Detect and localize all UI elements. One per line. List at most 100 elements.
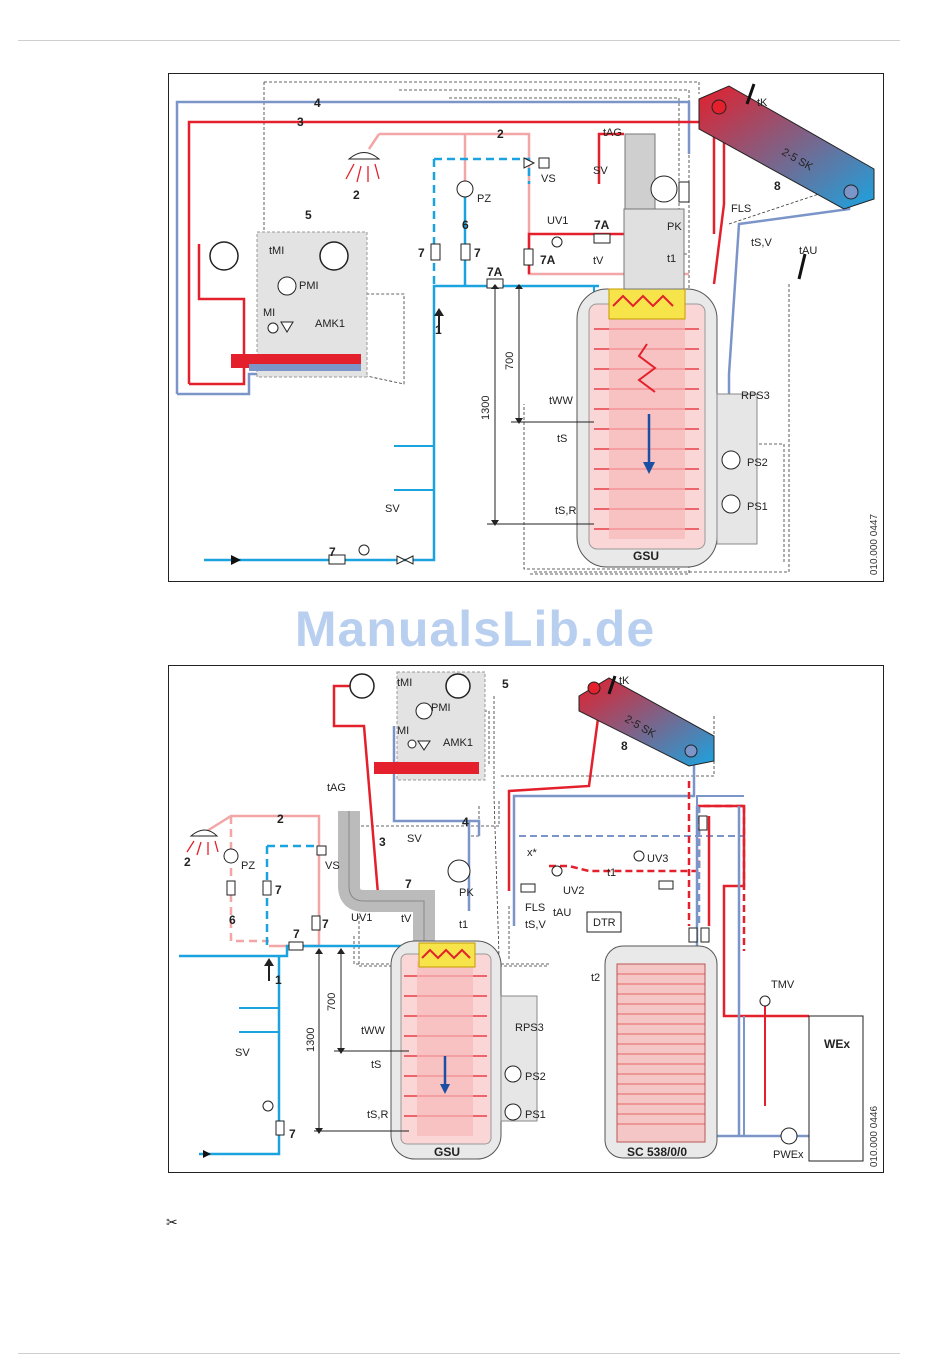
label-tau: tAU — [799, 245, 817, 257]
cold-inlet-2 — [199, 956, 281, 1156]
label2-t2: t2 — [591, 972, 600, 984]
manifold-return — [249, 364, 361, 371]
check-valve-7b — [460, 243, 471, 261]
cold-water — [204, 284, 599, 562]
label2-tk: tK — [619, 675, 630, 687]
label2-uv1: UV1 — [351, 912, 372, 924]
label-700: 700 — [504, 352, 516, 370]
label2-uv3: UV3 — [647, 853, 668, 865]
expansion-vessel-2 — [447, 859, 471, 883]
diagram-1-code: 010.000 0447 — [869, 514, 880, 576]
label-tww: tWW — [549, 395, 573, 407]
valve-uv3 — [633, 850, 645, 862]
label-pz: PZ — [477, 193, 491, 205]
diagram-1-svg: 4 3 2 2 5 6 7 7 7 7A 7A 7A 1 8 2-5 SK tK… — [175, 81, 875, 575]
label2-ts: tS — [371, 1059, 381, 1071]
label2-mi: MI — [397, 725, 409, 737]
label2-ps1: PS1 — [525, 1109, 546, 1121]
pump-pmi — [277, 276, 297, 296]
heater-circle-4 — [445, 673, 471, 699]
inlet-arrow — [231, 555, 241, 565]
label-uv1: UV1 — [547, 215, 568, 227]
shower-icon — [347, 152, 381, 160]
label-8: 8 — [774, 179, 781, 193]
heater-circle-1 — [209, 241, 239, 271]
shower-spray — [345, 163, 380, 183]
label-sv-bottom: SV — [385, 503, 400, 515]
label2-shower: 2 — [184, 855, 191, 869]
pump-pz-2 — [223, 848, 239, 864]
label2-tsr: tS,R — [367, 1109, 388, 1121]
check-valve-7A — [523, 248, 534, 266]
label-ts: tS — [557, 433, 567, 445]
label2-x: x* — [527, 847, 538, 859]
label2-sv-top: SV — [407, 833, 422, 845]
line-4 — [175, 100, 691, 394]
heat-exchanger-2 — [418, 942, 476, 968]
label2-700: 700 — [326, 993, 338, 1011]
diagram-2: tMI 5 PMI MI AMK1 tK 2-5 SK 8 tAG 3 4 2 … — [168, 665, 884, 1173]
heater-circle-3 — [349, 673, 375, 699]
label2-5: 5 — [502, 677, 509, 691]
wex-box — [808, 1015, 864, 1162]
footnote-scissors-icon: ✂ — [166, 1214, 178, 1230]
check-valve-7a — [430, 243, 441, 261]
label-7a: 7 — [418, 246, 425, 260]
label-tmi: tMI — [269, 245, 284, 257]
label-7b: 7 — [474, 246, 481, 260]
label2-tww: tWW — [361, 1025, 385, 1037]
valve-uv2 — [551, 865, 563, 877]
line-3 — [187, 120, 716, 384]
label2-t1: t1 — [459, 919, 468, 931]
label2-pz: PZ — [241, 860, 255, 872]
label-mi: MI — [263, 307, 275, 319]
label2-1300: 1300 — [305, 1028, 317, 1052]
label2-7b: 7 — [322, 917, 329, 931]
label-shower: 2 — [353, 188, 360, 202]
label2-rps3: RPS3 — [515, 1022, 544, 1034]
watermark: ManualsLib.de — [294, 601, 656, 657]
label2-wex: WEx — [824, 1037, 850, 1051]
pump-ps1 — [721, 494, 741, 514]
valve-uv1 — [551, 236, 563, 248]
label2-dtr: DTR — [593, 917, 616, 929]
label2-tau: tAU — [553, 907, 571, 919]
label-vs: VS — [541, 173, 556, 185]
label2-amk1: AMK1 — [443, 737, 473, 749]
label-ps1: PS1 — [747, 501, 768, 513]
label2-8: 8 — [621, 739, 628, 753]
solar-collector — [698, 85, 875, 210]
valve-tmv — [759, 995, 771, 1007]
label-pmi: PMI — [299, 280, 319, 292]
expansion-vessel — [650, 175, 678, 203]
label-2a: 2 — [497, 127, 504, 141]
label2-tsv: tS,V — [525, 919, 546, 931]
label-sv-top: SV — [593, 165, 608, 177]
label-6: 6 — [462, 218, 469, 232]
label2-sc: SC 538/0/0 — [627, 1145, 687, 1159]
label2-7d: 7 — [405, 877, 412, 891]
label2-7a: 7 — [275, 883, 282, 897]
heater-circle-2 — [319, 241, 349, 271]
label-5: 5 — [305, 208, 312, 222]
label2-4: 4 — [462, 815, 469, 829]
pump-pwex — [780, 1127, 798, 1145]
label-tsv: tS,V — [751, 237, 772, 249]
dtr-box — [586, 911, 622, 933]
tank-sc538-coil — [617, 973, 705, 1125]
label2-uv2: UV2 — [563, 885, 584, 897]
manifold-hot-2 — [374, 762, 479, 774]
label-1: 1 — [435, 323, 442, 337]
shower-icon-2 — [189, 829, 219, 837]
label-tk: tK — [757, 97, 768, 109]
top-rule — [18, 40, 900, 41]
label-fls: FLS — [731, 203, 751, 215]
label-7A-2: 7A — [540, 253, 556, 267]
label-amk1: AMK1 — [315, 318, 345, 330]
diagram-2-code: 010.000 0446 — [869, 1106, 880, 1168]
label2-2: 2 — [277, 812, 284, 826]
label2-tv: tV — [401, 913, 412, 925]
bottom-rule — [18, 1353, 900, 1354]
label-7A-3: 7A — [487, 265, 503, 279]
label2-gsu: GSU — [434, 1145, 460, 1159]
